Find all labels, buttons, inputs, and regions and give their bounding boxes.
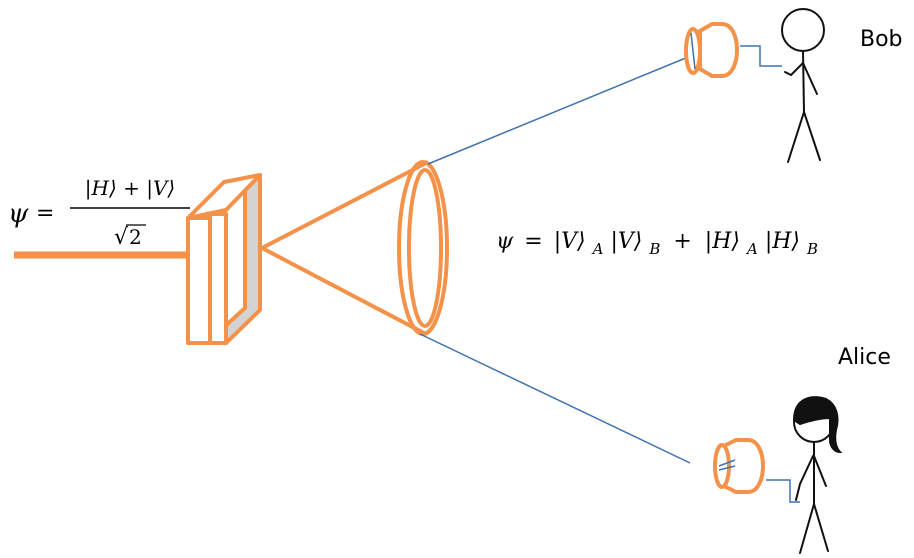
input-sqrt-arg: 2 (129, 225, 142, 249)
alice-cable (766, 479, 800, 503)
output-sub-a1: A (591, 240, 604, 258)
crystal-second-plate (208, 212, 228, 345)
alice-detector (713, 438, 765, 494)
alice-figure (792, 396, 843, 554)
output-ket-v-b: |V⟩ (610, 229, 642, 254)
bob-detector (684, 22, 739, 78)
input-sqrt-symbol: √ (114, 225, 129, 250)
input-equals: = (36, 201, 54, 226)
output-equals: = (524, 229, 542, 254)
output-ket-v-a: |V⟩ (554, 229, 586, 254)
crystal-front-plate (186, 216, 212, 345)
emission-cone (261, 160, 449, 336)
bob-label: Bob (860, 27, 903, 52)
bob-cable (740, 45, 782, 67)
output-state-formula: ψ = |V⟩ A |V⟩ B + |H⟩ A |H⟩ B (496, 229, 818, 260)
crystal (186, 173, 262, 345)
alice-hair (792, 396, 843, 454)
alice-label: Alice (838, 345, 891, 370)
output-ket-h-a: |H⟩ (705, 229, 740, 254)
input-psi: ψ (8, 199, 29, 229)
output-sub-b1: B (648, 240, 660, 258)
output-psi: ψ (496, 229, 514, 254)
cone-outer-ring (397, 160, 449, 336)
output-sub-b2: B (806, 240, 818, 258)
cone-inner-ring (407, 168, 443, 328)
bob-head (781, 8, 825, 52)
output-ket-h-b: |H⟩ (765, 229, 800, 254)
input-numerator: |H⟩ + |V⟩ (85, 176, 175, 201)
photon-path-bob (427, 54, 694, 165)
output-plus: + (673, 229, 691, 254)
bob-figure (781, 8, 825, 163)
input-state-formula: ψ = |H⟩ + |V⟩ √ 2 (8, 176, 190, 250)
output-sub-a2: A (745, 240, 758, 258)
photon-path-alice (419, 333, 691, 464)
